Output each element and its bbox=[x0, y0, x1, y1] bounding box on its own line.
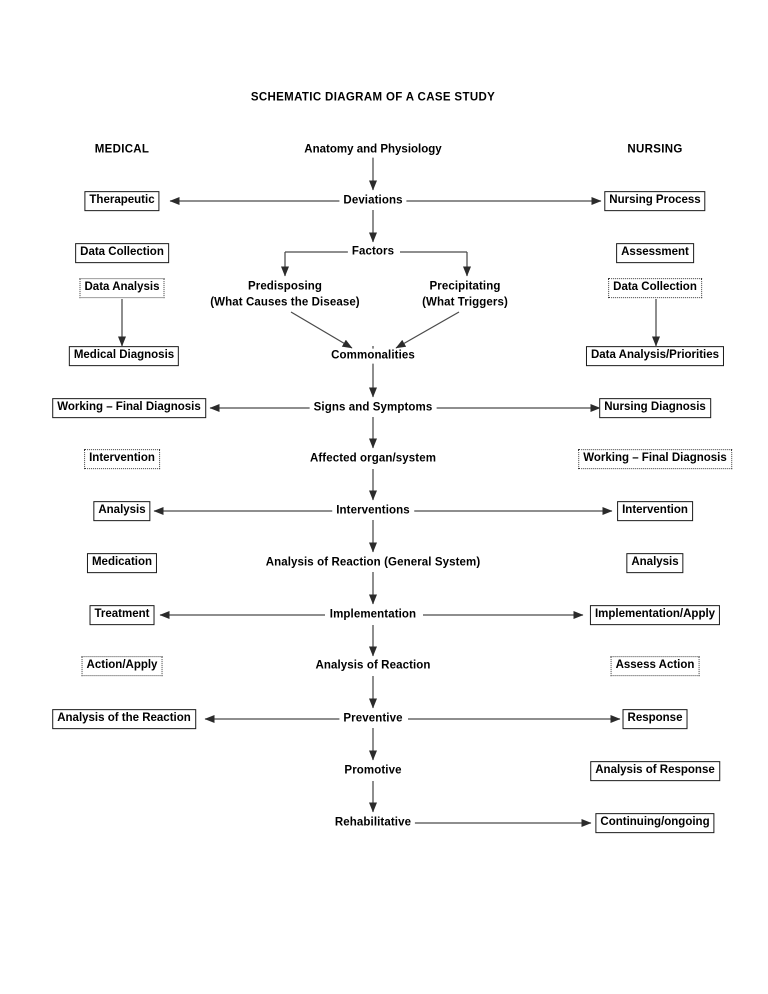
left-box-analysis-of-the-reaction[interactable]: Analysis of the Reaction bbox=[52, 709, 196, 729]
left-box-data-collection[interactable]: Data Collection bbox=[75, 243, 169, 263]
center-node-deviations: Deviations bbox=[339, 193, 407, 209]
left-box-analysis[interactable]: Analysis bbox=[93, 501, 151, 521]
column-header-medical: MEDICAL bbox=[94, 142, 150, 158]
branch-precipitating: Precipitating (What Triggers) bbox=[418, 279, 512, 311]
column-header-anatomy: Anatomy and Physiology bbox=[304, 142, 442, 158]
center-node-implementation: Implementation bbox=[325, 607, 421, 623]
right-box-continuing-ongoing[interactable]: Continuing/ongoing bbox=[595, 813, 715, 833]
center-node-promotive: Promotive bbox=[340, 763, 406, 779]
center-node-preventive: Preventive bbox=[339, 711, 407, 727]
right-box-working-final-diagnosis[interactable]: Working – Final Diagnosis bbox=[578, 449, 732, 469]
left-box-medication[interactable]: Medication bbox=[86, 553, 158, 573]
right-box-nursing-diagnosis[interactable]: Nursing Diagnosis bbox=[599, 398, 711, 418]
right-box-intervention[interactable]: Intervention bbox=[617, 501, 693, 521]
center-node-analysis-of-reaction-general-system: Analysis of Reaction (General System) bbox=[261, 555, 485, 571]
left-box-intervention[interactable]: Intervention bbox=[84, 449, 160, 469]
left-box-therapeutic[interactable]: Therapeutic bbox=[84, 191, 160, 211]
left-box-treatment[interactable]: Treatment bbox=[89, 605, 155, 625]
left-box-action-apply[interactable]: Action/Apply bbox=[81, 656, 163, 676]
branch-precipitating-subtitle: (What Triggers) bbox=[422, 296, 508, 308]
center-node-signs-and-symptoms: Signs and Symptoms bbox=[309, 400, 437, 416]
page-title: SCHEMATIC DIAGRAM OF A CASE STUDY bbox=[250, 90, 496, 106]
center-node-commonalities: Commonalities bbox=[327, 348, 419, 364]
center-node-analysis-of-reaction: Analysis of Reaction bbox=[311, 658, 435, 674]
right-box-analysis[interactable]: Analysis bbox=[626, 553, 684, 573]
right-box-analysis-of-response[interactable]: Analysis of Response bbox=[590, 761, 720, 781]
right-box-nursing-process[interactable]: Nursing Process bbox=[604, 191, 706, 211]
left-box-medical-diagnosis[interactable]: Medical Diagnosis bbox=[68, 346, 180, 366]
right-box-data-analysis-priorities[interactable]: Data Analysis/Priorities bbox=[585, 346, 725, 366]
right-box-data-collection[interactable]: Data Collection bbox=[608, 278, 702, 298]
right-box-response[interactable]: Response bbox=[622, 709, 688, 729]
branch-precipitating-title: Precipitating bbox=[429, 280, 501, 293]
right-box-assess-action[interactable]: Assess Action bbox=[610, 656, 700, 676]
right-box-implementation-apply[interactable]: Implementation/Apply bbox=[589, 605, 721, 625]
center-node-interventions: Interventions bbox=[332, 503, 414, 519]
right-box-assessment[interactable]: Assessment bbox=[616, 243, 694, 263]
branch-predisposing-title: Predisposing bbox=[247, 280, 323, 293]
center-node-rehabilitative: Rehabilitative bbox=[330, 815, 416, 831]
center-node-affected-organ-system: Affected organ/system bbox=[305, 451, 441, 467]
branch-predisposing: Predisposing (What Causes the Disease) bbox=[206, 279, 364, 311]
column-header-nursing: NURSING bbox=[627, 142, 683, 158]
branch-predisposing-subtitle: (What Causes the Disease) bbox=[210, 296, 360, 308]
left-box-data-analysis[interactable]: Data Analysis bbox=[79, 278, 165, 298]
left-box-working-final-diagnosis[interactable]: Working – Final Diagnosis bbox=[52, 398, 206, 418]
center-node-factors: Factors bbox=[347, 244, 399, 260]
